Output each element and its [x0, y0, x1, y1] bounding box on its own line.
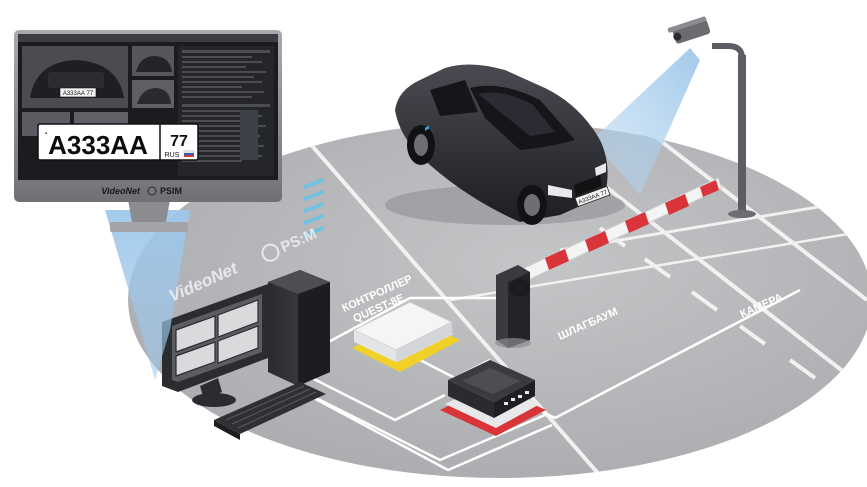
- recognized-plate: А333АА 77 RUS ▪: [37, 123, 199, 161]
- event-list: [178, 46, 274, 176]
- svg-text:▪: ▪: [45, 131, 47, 137]
- monitor-foot: [110, 222, 188, 232]
- software-ui: А333АА 77: [18, 34, 278, 176]
- cable: [309, 296, 510, 354]
- monitor-icon: [162, 284, 268, 407]
- camera-pole-base: [728, 210, 756, 218]
- camera-pole: [738, 55, 746, 213]
- plate-country-text: RUS: [165, 152, 180, 159]
- cable: [299, 370, 446, 422]
- cable: [299, 388, 546, 462]
- psim-globe-logo-icon: [147, 186, 157, 196]
- controller-side: [354, 330, 396, 362]
- car-headlight: [548, 185, 572, 198]
- monitor-psim-label: PSIM: [160, 186, 182, 196]
- controller-front: [396, 322, 452, 362]
- car-grille: [574, 175, 602, 196]
- software-title-bar: [18, 34, 278, 42]
- car-side-window: [430, 80, 478, 116]
- lane-line: [298, 130, 612, 478]
- network-switch-icon: [440, 360, 546, 436]
- camera-beam: [592, 48, 700, 195]
- car-headlight: [595, 163, 606, 176]
- switch-side: [448, 380, 494, 418]
- cctv-camera-group: [592, 16, 756, 218]
- controller-led: [425, 125, 429, 131]
- plate-region-text: 77: [170, 133, 188, 150]
- main-view-plate-text: А333АА 77: [63, 91, 94, 97]
- barrier-gate-icon: [495, 177, 723, 348]
- workstation: [162, 177, 330, 440]
- monitor-videonet-label: VideoNet: [101, 186, 141, 196]
- windshield-reflection: [478, 92, 555, 136]
- operator-monitor-group: VideoNet PSIM А333АА 77: [14, 30, 282, 380]
- barrier-housing: [495, 265, 531, 348]
- car-icon: А333АА 77: [385, 64, 625, 225]
- controller-box-icon: [352, 125, 460, 372]
- monitor-stand: [128, 200, 170, 222]
- camera-arm: [712, 43, 745, 59]
- keyboard-icon: [214, 382, 326, 440]
- cable: [309, 394, 553, 472]
- plate-series-text: А333АА: [48, 130, 148, 160]
- psim-globe-logo-icon: [261, 243, 280, 262]
- cctv-camera-icon: [667, 16, 711, 44]
- main-view-plate: [59, 87, 97, 98]
- server-tower-icon: [268, 177, 330, 386]
- monitor-beam: [105, 210, 190, 380]
